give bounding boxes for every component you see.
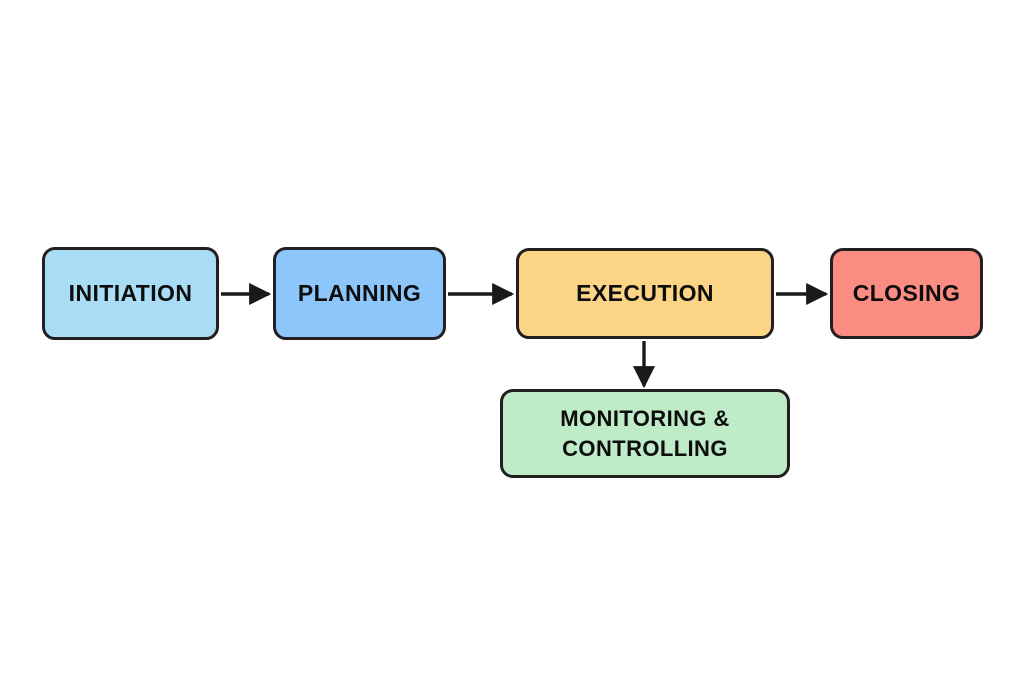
node-planning[interactable]: PLANNING	[273, 247, 446, 340]
node-monitoring-label: MONITORING & CONTROLLING	[560, 406, 730, 461]
node-initiation[interactable]: INITIATION	[42, 247, 219, 340]
node-closing[interactable]: CLOSING	[830, 248, 983, 339]
node-closing-label: CLOSING	[852, 280, 961, 307]
node-execution[interactable]: EXECUTION	[516, 248, 774, 339]
node-initiation-label: INITIATION	[68, 280, 193, 307]
node-monitoring[interactable]: MONITORING & CONTROLLING	[500, 389, 790, 478]
node-planning-label: PLANNING	[297, 280, 422, 307]
node-execution-label: EXECUTION	[576, 280, 714, 307]
